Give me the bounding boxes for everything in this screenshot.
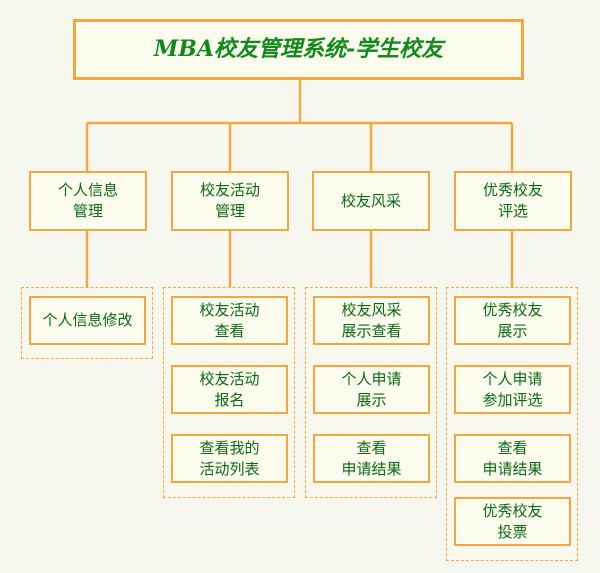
module-outstanding-alumni: 优秀校友 评选 xyxy=(454,171,572,231)
item-activity-signup: 校友活动 报名 xyxy=(171,365,288,414)
item-showcase-apply-result: 查看 申请结果 xyxy=(313,434,430,483)
item-outstanding-vote: 优秀校友 投票 xyxy=(454,497,571,546)
module-alumni-showcase: 校友风采 xyxy=(312,171,430,231)
item-outstanding-apply: 个人申请 参加评选 xyxy=(454,365,571,414)
item-my-activity-list: 查看我的 活动列表 xyxy=(171,434,288,483)
item-showcase-view: 校友风采 展示查看 xyxy=(313,296,430,345)
module-alumni-activities: 校友活动 管理 xyxy=(171,171,289,231)
module-personal-info: 个人信息 管理 xyxy=(29,171,147,231)
item-outstanding-apply-result: 查看 申请结果 xyxy=(454,434,571,483)
item-personal-info-edit: 个人信息修改 xyxy=(29,296,146,345)
item-personal-showcase-apply: 个人申请 展示 xyxy=(313,365,430,414)
item-outstanding-showcase: 优秀校友 展示 xyxy=(454,296,571,345)
item-activity-view: 校友活动 查看 xyxy=(171,296,288,345)
diagram-title: MBA校友管理系统-学生校友 xyxy=(73,19,524,80)
